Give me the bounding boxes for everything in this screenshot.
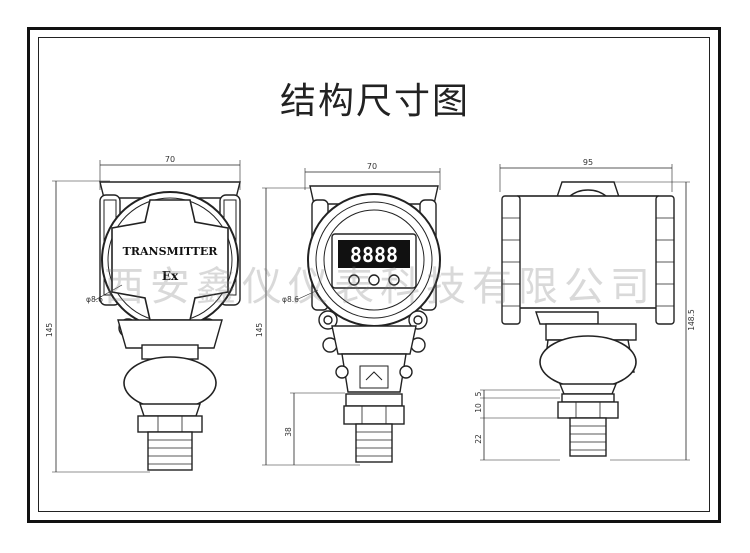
left-dim-height: 145	[45, 323, 54, 338]
middle-view: 70 145 38 8888 φ8.6	[255, 162, 441, 466]
middle-dim-diameter: φ8.6	[282, 295, 299, 304]
left-label-sub: Ex	[162, 269, 179, 283]
middle-dim-thread: 38	[284, 427, 293, 437]
middle-dim-width: 70	[367, 162, 377, 171]
display-readout: 8888	[350, 243, 398, 267]
page-title: 结构尺寸图	[279, 81, 470, 122]
right-view: 95 148.5 5 10 22	[474, 158, 696, 461]
watermark: 西安鑫仪仪表科技有限公司	[104, 264, 656, 310]
middle-dim-height: 145	[255, 323, 264, 338]
right-dim-b: 10	[474, 403, 483, 413]
right-dim-a: 5	[474, 391, 483, 396]
inner-frame	[38, 37, 710, 512]
left-dim-diameter: φ8.6	[86, 295, 103, 304]
left-label-main: TRANSMITTER	[123, 245, 219, 258]
outer-frame	[27, 27, 721, 523]
right-dim-height: 148.5	[687, 309, 696, 331]
left-dim-width: 70	[165, 155, 175, 164]
right-dim-width: 95	[583, 158, 593, 167]
left-view: 70 145 TRANSMITTER Ex φ8.6	[45, 155, 241, 473]
right-dim-c: 22	[474, 434, 483, 444]
